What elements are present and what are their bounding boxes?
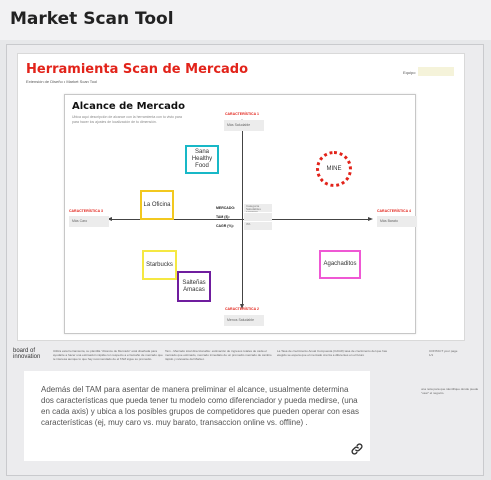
vertical-axis <box>242 123 243 305</box>
team-label: Equipo <box>403 70 416 75</box>
template-slide[interactable]: Herramienta Scan de Mercado Extensión de… <box>17 53 465 341</box>
competitor-starbucks[interactable]: Starbucks <box>142 250 177 280</box>
tam-field[interactable] <box>244 213 272 221</box>
team-input[interactable] <box>418 67 454 76</box>
characteristic-3-field[interactable]: Más Caro <box>69 216 109 227</box>
market-scope-title: Alcance de Mercado <box>72 101 185 112</box>
footer-note-1: Utiliza esta herramienta, su plantilla "… <box>53 349 163 361</box>
market-scope-card: Alcance de Mercado Ubica aquí descripció… <box>64 94 417 334</box>
characteristic-4-field[interactable]: Más Barato <box>377 216 417 227</box>
competitor-la-oficina[interactable]: La Oficina <box>140 190 174 220</box>
market-center-block: MERCADO: Categoría Saludables 1000000 TA… <box>216 204 288 231</box>
competitor-sana-healthy-food[interactable]: Sana Healthy Food <box>185 145 219 174</box>
arrow-down-icon <box>240 304 244 309</box>
tam-label: TAM ($): <box>216 215 230 219</box>
market-scope-description: Ubica aquí descripción de alcance con la… <box>72 115 182 124</box>
cagr-label: CAGR (%): <box>216 224 234 228</box>
characteristic-1-label: CARACTERÍSTICA 1 <box>225 112 259 116</box>
horizontal-axis <box>111 219 369 220</box>
board-of-innovation-logo: board of innovation <box>13 348 41 360</box>
characteristic-4-label: CARACTERÍSTICA 4 <box>377 209 411 213</box>
cagr-field[interactable]: 3% <box>244 222 272 230</box>
template-footer: board of innovation Utiliza esta herrami… <box>7 343 483 373</box>
arrow-right-icon <box>368 217 373 221</box>
characteristic-1-field[interactable]: Más Saludable <box>224 120 264 131</box>
link-icon[interactable] <box>350 442 364 456</box>
competitor-saltenas-amacas[interactable]: Salteñas Amacas <box>177 271 211 302</box>
side-note: una nota para que identifique donde pued… <box>421 387 479 395</box>
footer-note-4: CONTACT your page 1/1 <box>429 349 458 357</box>
mercado-field[interactable]: Categoría Saludables 1000000 <box>244 204 272 212</box>
characteristic-2-field[interactable]: Menos Saludable <box>224 315 264 326</box>
slide-title: Herramienta Scan de Mercado <box>26 62 249 77</box>
sticky-note[interactable]: Además del TAM para asentar de manera pr… <box>24 371 370 461</box>
slide-subtitle: Extensión de Diseño • Market Scan Tool <box>26 79 98 84</box>
characteristic-2-label: CARACTERÍSTICA 2 <box>225 307 259 311</box>
mercado-label: MERCADO: <box>216 206 236 210</box>
top-bar: Market Scan Tool <box>0 0 491 40</box>
competitor-mine[interactable]: MINE <box>316 151 352 187</box>
footer-note-2: Tam - Mercado total direccionable: estim… <box>165 349 272 361</box>
footer-note-3: La Tasa de crecimiento Anual Compuesta (… <box>277 349 388 357</box>
competitor-agachaditos[interactable]: Agachaditos <box>319 250 361 279</box>
characteristic-3-label: CARACTERÍSTICA 3 <box>69 209 103 213</box>
note-text: Además del TAM para asentar de manera pr… <box>41 385 359 427</box>
app-title: Market Scan Tool <box>10 9 174 29</box>
arrow-left-icon <box>107 217 112 221</box>
board-canvas[interactable]: Herramienta Scan de Mercado Extensión de… <box>6 44 484 476</box>
